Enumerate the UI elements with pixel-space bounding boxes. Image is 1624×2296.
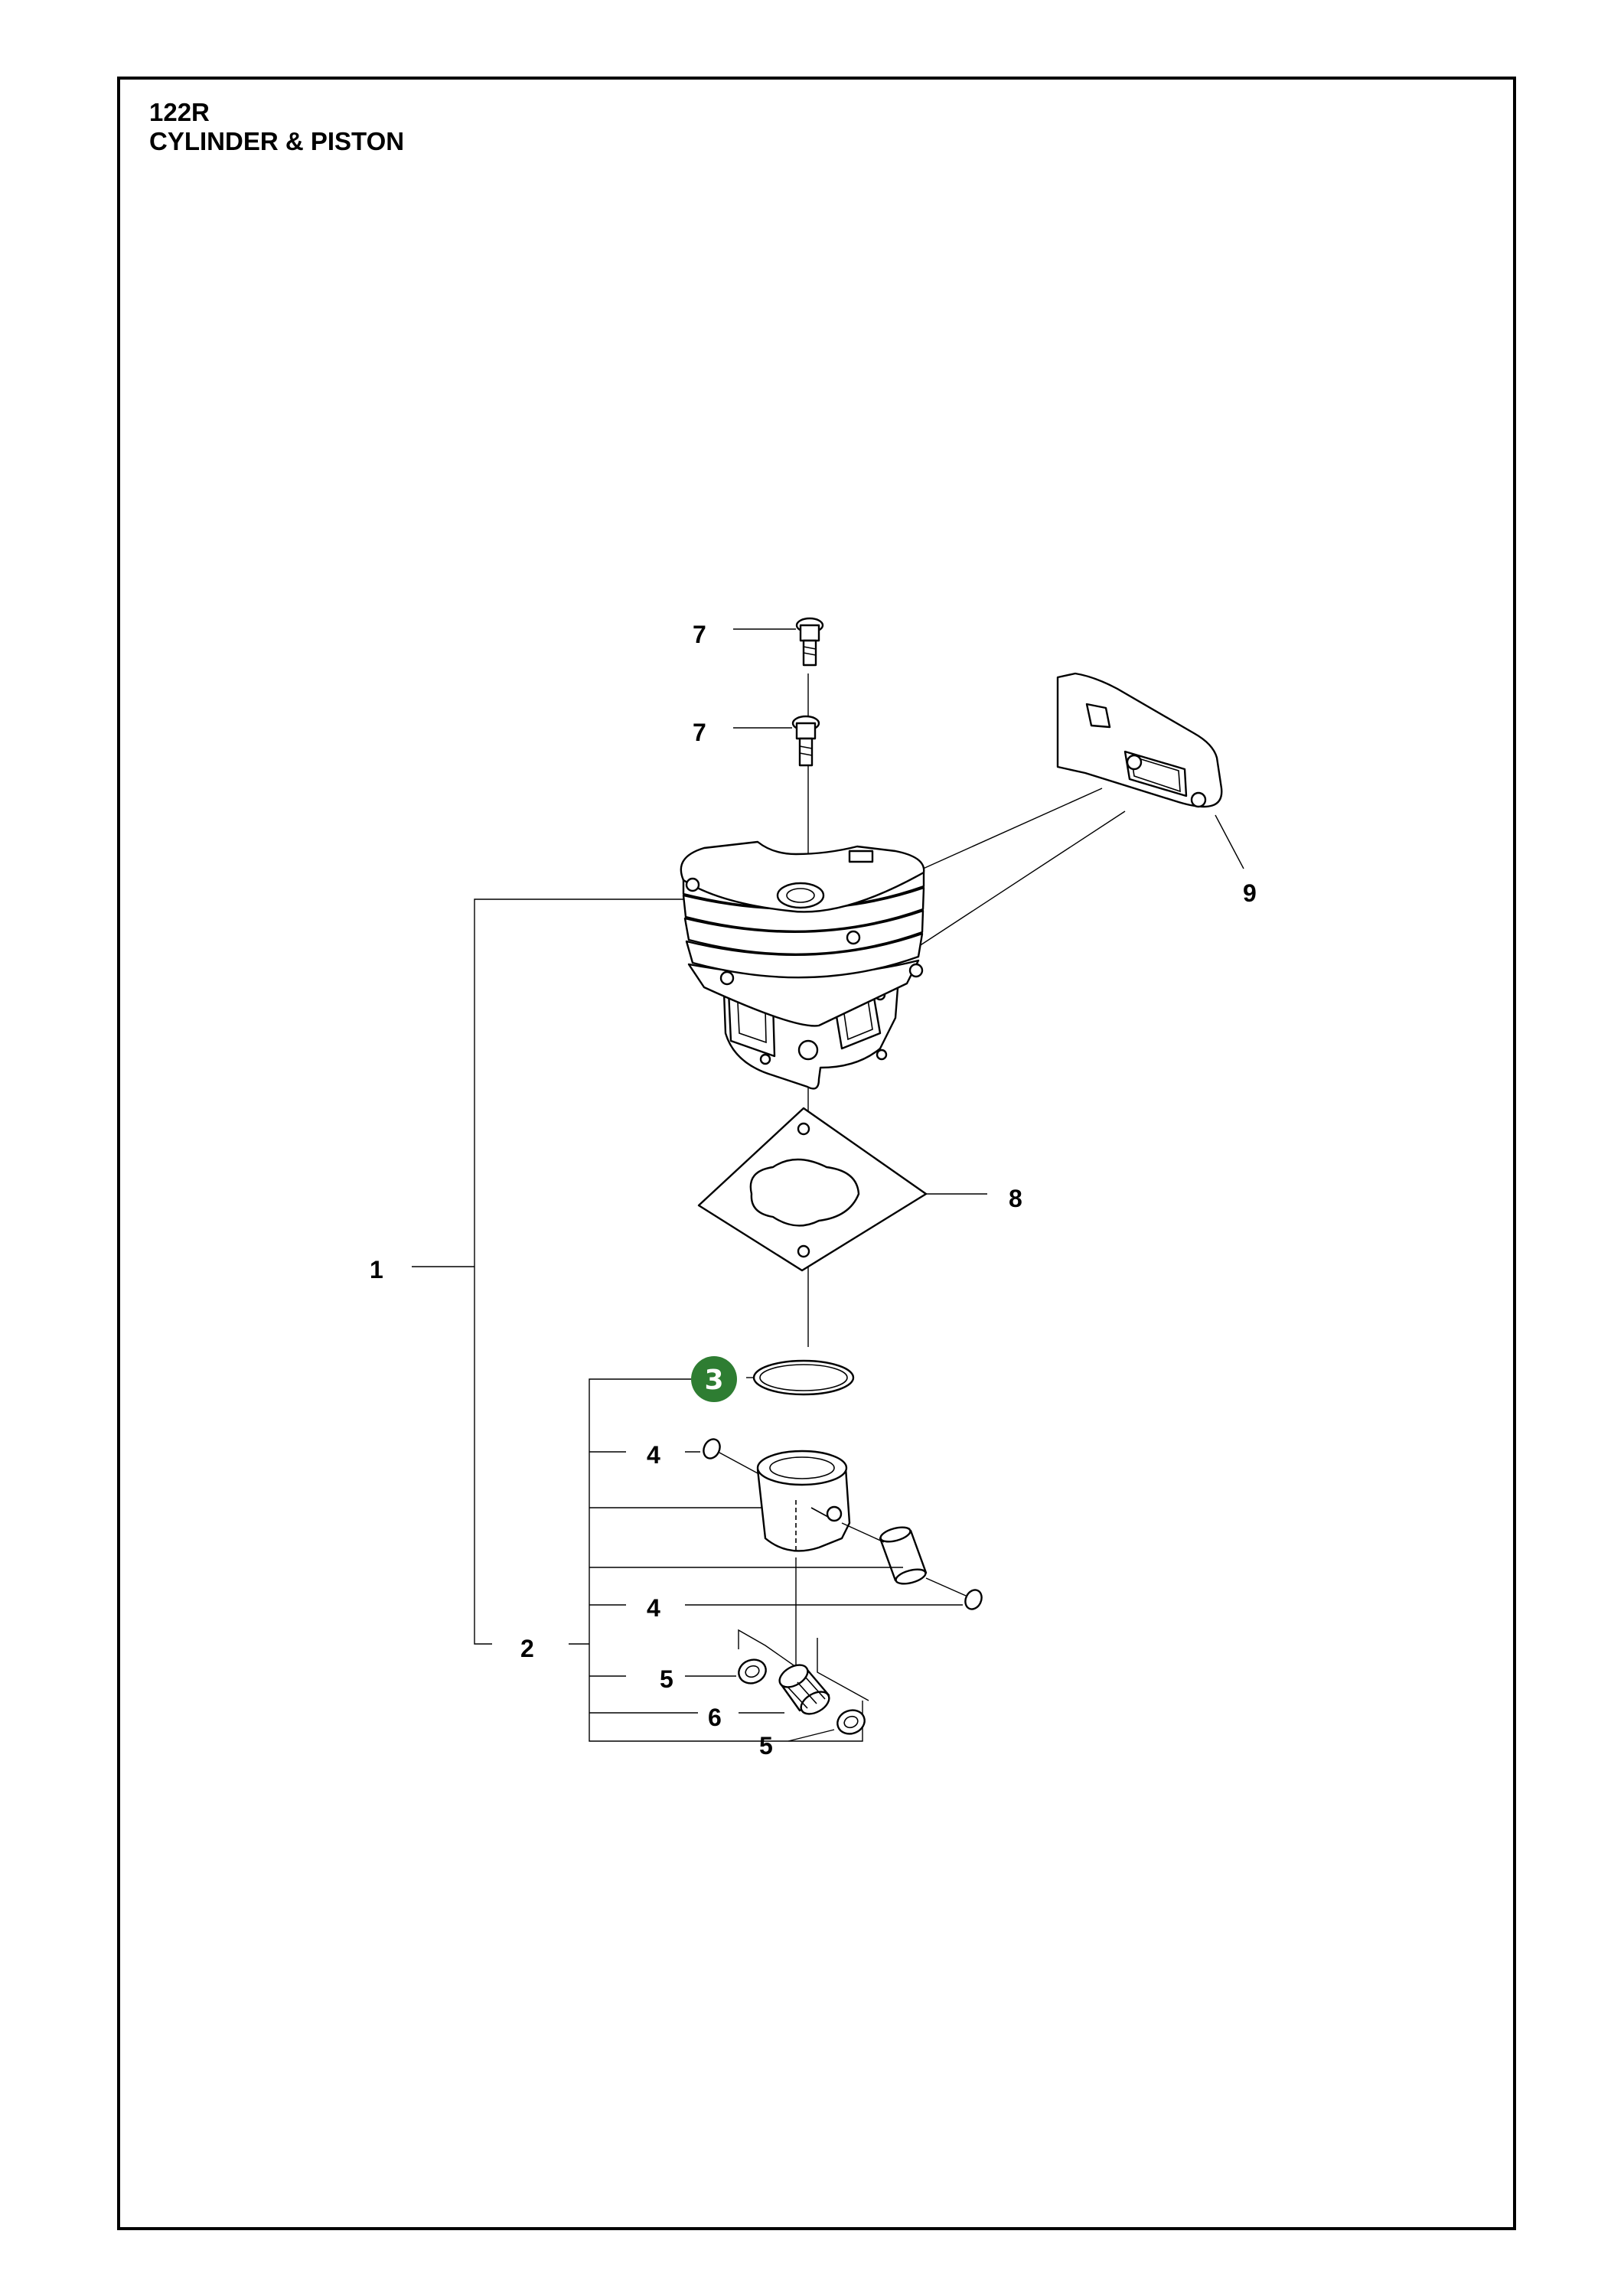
callout-7b[interactable]: 7 xyxy=(693,719,706,746)
callout-3: 3 xyxy=(704,1365,723,1396)
callout-2[interactable]: 2 xyxy=(520,1635,534,1662)
part-4-circlip-upper[interactable] xyxy=(700,1437,722,1461)
pin-guide-line xyxy=(841,1522,885,1543)
circlip-guide-b xyxy=(925,1577,967,1596)
page-header: 122R CYLINDER & PISTON xyxy=(149,98,404,156)
callout-4b[interactable]: 4 xyxy=(647,1594,660,1622)
callout-8[interactable]: 8 xyxy=(1009,1185,1022,1212)
gasket-guide-line-bottom xyxy=(914,810,1126,950)
part-8-cylinder-gasket[interactable] xyxy=(697,1107,928,1272)
part-7-screw-lower[interactable] xyxy=(791,715,820,767)
part-6-needle-bearing[interactable] xyxy=(776,1661,833,1719)
piston-pin[interactable] xyxy=(879,1525,928,1587)
part-4-circlip-lower[interactable] xyxy=(962,1587,984,1612)
bearing-guide-right xyxy=(817,1638,869,1701)
callout-1[interactable]: 1 xyxy=(370,1256,383,1283)
part-5-washer-upper[interactable] xyxy=(735,1656,769,1688)
page-frame xyxy=(117,77,1516,2230)
piston[interactable] xyxy=(756,1450,851,1552)
bracket-1 xyxy=(474,899,683,1645)
callout-7a[interactable]: 7 xyxy=(693,621,706,648)
leader-5b xyxy=(788,1729,835,1742)
callout-3-highlight-badge[interactable]: 3 xyxy=(691,1356,737,1402)
gasket-guide-line-top xyxy=(914,788,1103,873)
part-9-exhaust-gasket[interactable] xyxy=(1056,672,1223,808)
callout-6[interactable]: 6 xyxy=(708,1704,722,1731)
callout-4a[interactable]: 4 xyxy=(647,1441,660,1469)
callout-5b[interactable]: 5 xyxy=(759,1732,773,1760)
part-3-piston-ring[interactable] xyxy=(752,1359,855,1396)
bearing-guide-left xyxy=(738,1557,797,1668)
model-number: 122R xyxy=(149,98,210,126)
section-title: CYLINDER & PISTON xyxy=(149,127,405,155)
highlight-circle xyxy=(691,1356,737,1402)
part-7-screw-upper[interactable] xyxy=(795,617,824,667)
leader-9 xyxy=(1215,814,1244,869)
callout-5a[interactable]: 5 xyxy=(660,1665,673,1693)
callout-9[interactable]: 9 xyxy=(1243,879,1257,907)
cylinder[interactable] xyxy=(680,840,925,1090)
part-5-washer-lower[interactable] xyxy=(834,1707,868,1738)
circlip-guide-a xyxy=(719,1452,758,1474)
